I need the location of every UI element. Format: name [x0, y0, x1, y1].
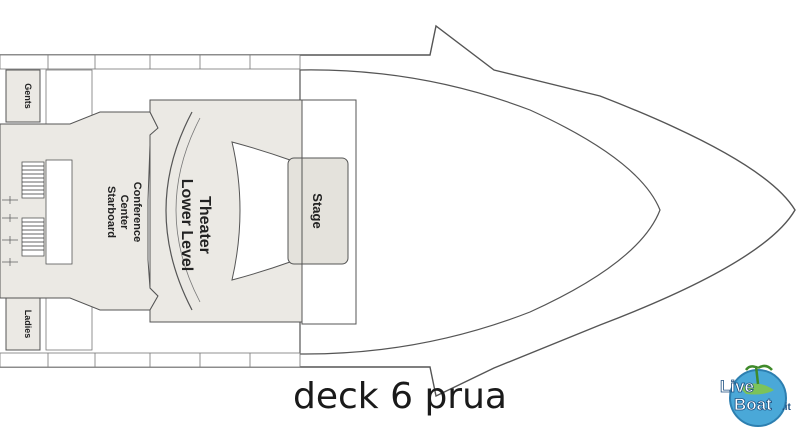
theater-orchestra-pit — [231, 141, 291, 281]
conference-center-label: Conference Center Starboard — [105, 182, 143, 243]
logo-suffix-text: .it — [782, 402, 792, 413]
svg-text:Lower Level: Lower Level — [178, 179, 195, 271]
liveboat-logo: Live Boat .it — [720, 364, 792, 427]
deck-caption: deck 6 prua — [293, 376, 507, 417]
island-icon — [740, 383, 774, 395]
ladies-room — [5, 297, 41, 351]
svg-text:Starboard: Starboard — [105, 186, 117, 238]
theater-label: Theater Lower Level — [178, 179, 213, 271]
svg-text:Center: Center — [118, 195, 130, 231]
gents-room — [5, 69, 41, 123]
gents-label: Gents — [23, 83, 33, 109]
center-void — [45, 159, 73, 265]
palm-icon — [744, 364, 773, 385]
stage-label: Stage — [310, 193, 325, 228]
logo-live-text: Live — [720, 377, 754, 396]
globe-icon — [729, 369, 787, 427]
svg-text:Conference: Conference — [131, 182, 143, 243]
elevator-marks — [2, 196, 18, 266]
stairs-lower — [21, 217, 45, 257]
conference-center-area — [0, 111, 159, 311]
theater-seating-curve-inner — [175, 117, 201, 303]
backstage-box — [301, 99, 357, 325]
theater-seating-curve — [165, 111, 193, 311]
strip-dividers — [47, 55, 251, 367]
stairs-upper — [21, 161, 45, 199]
ladies-label: Ladies — [23, 310, 33, 339]
stage-area — [287, 157, 349, 265]
bow-inner-outline — [299, 69, 661, 355]
corridor-upper — [45, 69, 93, 125]
svg-text:Theater: Theater — [196, 196, 213, 254]
logo-boat-text: Boat — [734, 395, 772, 414]
